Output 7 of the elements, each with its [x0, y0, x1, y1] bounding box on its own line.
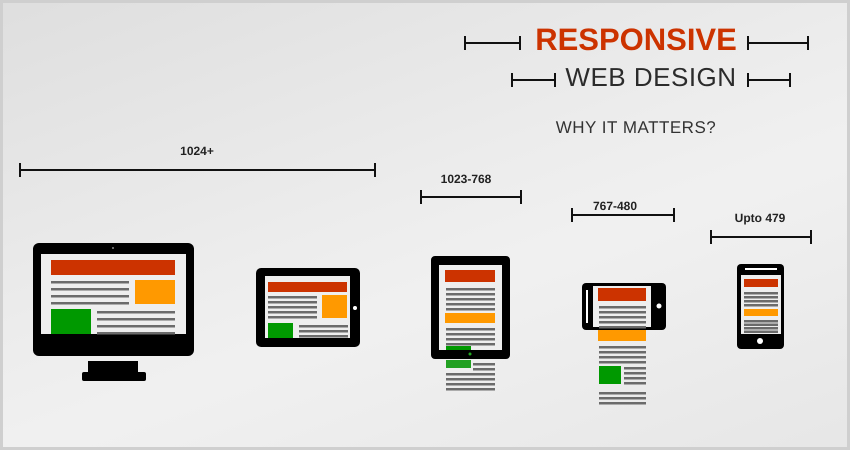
tagline: WHY IT MATTERS? — [556, 119, 716, 136]
screen-width-label: 1024+ — [180, 145, 214, 157]
title: RESPONSIVE — [535, 24, 737, 55]
screen-width-label: Upto 479 — [734, 212, 786, 224]
screen-width-label: 767-480 — [592, 200, 638, 212]
screen-width-label: 1023-768 — [440, 173, 492, 185]
subtitle: WEB DESIGN — [565, 64, 737, 90]
